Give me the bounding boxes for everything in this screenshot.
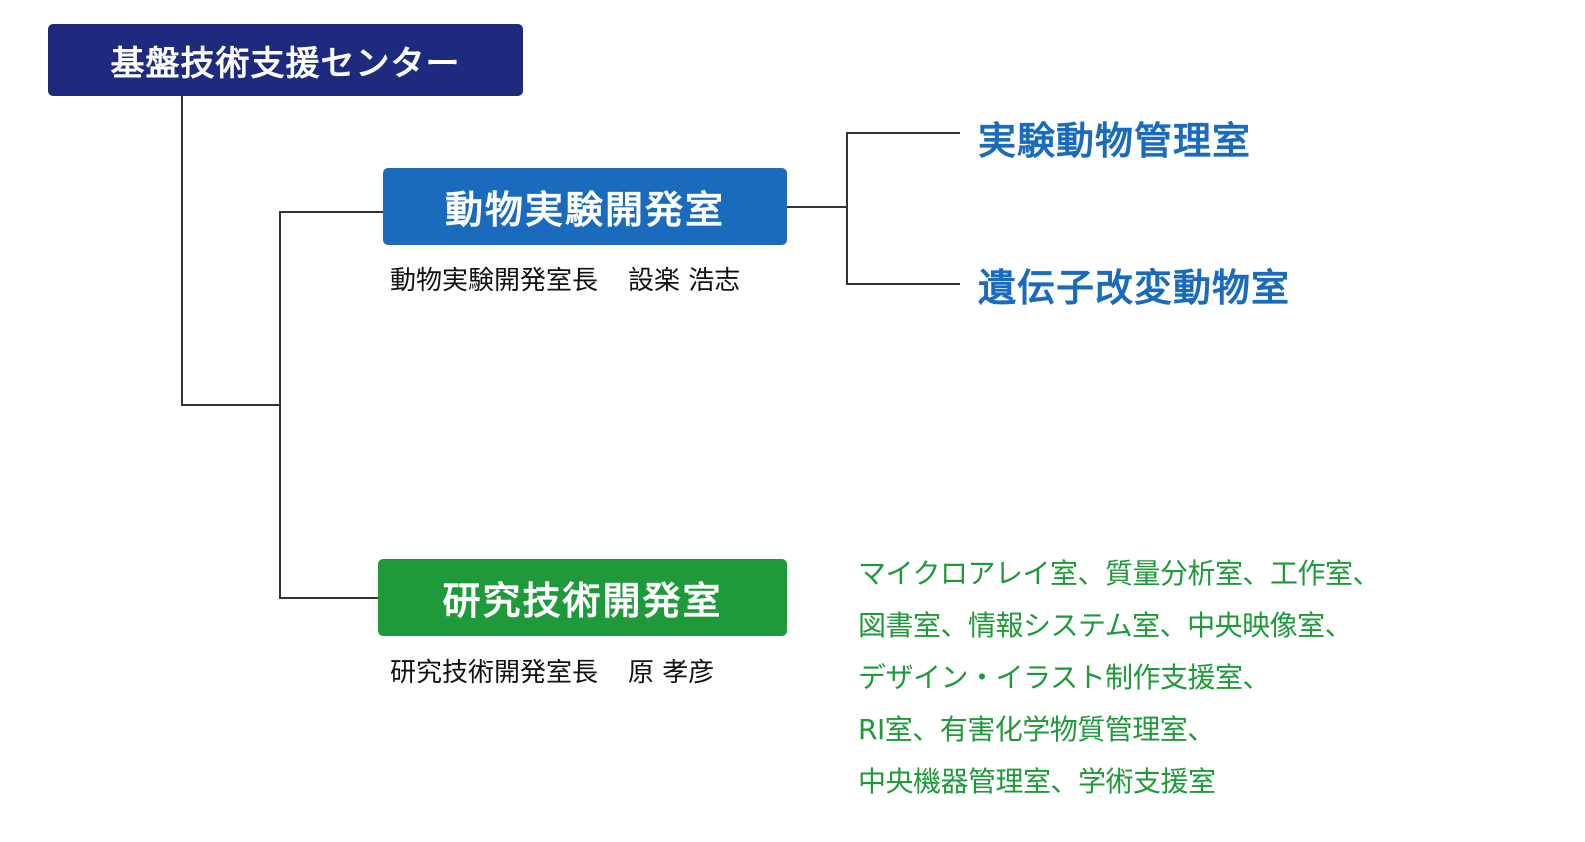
division-trunk-connector [279,211,383,599]
research-technology-division-box: 研究技術開発室 [378,559,787,636]
root-org-box: 基盤技術支援センター [48,24,523,96]
animal-division-head: 動物実験開発室長設楽 浩志 [390,260,740,297]
head-title: 動物実験開発室長 [390,266,599,296]
room-list-line: RI室、有害化学物質管理室、 [858,713,1215,746]
room-list-line: マイクロアレイ室、質量分析室、工作室、 [858,557,1380,590]
room-list-line: 図書室、情報システム室、中央映像室、 [858,609,1353,642]
head-title: 研究技術開発室長 [390,658,599,688]
research-division-head: 研究技術開発室長原 孝彦 [390,652,714,689]
room-list-line: デザイン・イラスト制作支援室、 [858,661,1270,694]
head-name: 原 孝彦 [628,658,715,688]
research-room-list: マイクロアレイ室、質量分析室、工作室、 図書室、情報システム室、中央映像室、 デ… [858,548,1380,808]
head-name: 設楽 浩志 [628,266,741,296]
room-list-line: 中央機器管理室、学術支援室 [858,765,1216,798]
animal-experiment-division-box: 動物実験開発室 [383,168,787,245]
sub-room-genetically-modified-animals: 遺伝子改変動物室 [978,266,1291,310]
sub-room-bracket [846,132,960,285]
sub-room-lab-animal-management: 実験動物管理室 [978,119,1252,163]
root-connector [181,96,280,406]
